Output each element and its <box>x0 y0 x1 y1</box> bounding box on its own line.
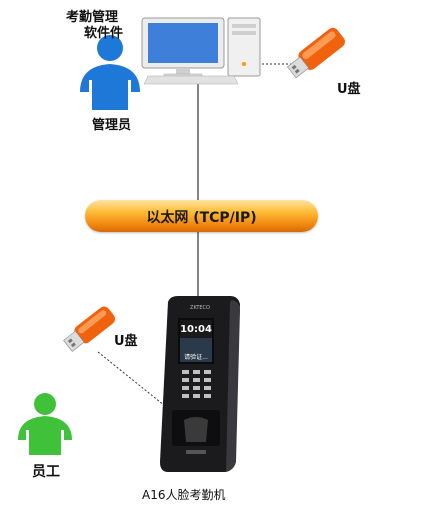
admin-software-label: 考勤管理 软件件 <box>66 10 123 42</box>
ethernet-bar: 以太网 (TCP/IP) <box>85 200 318 232</box>
device-screen-status: 请验证... <box>184 354 208 361</box>
device-screen-time: 10:04 <box>180 324 212 335</box>
usb-label-top: U盘 <box>337 82 361 97</box>
usb-label-device: U盘 <box>114 334 138 349</box>
admin-software-label-line2: 软件件 <box>84 26 124 41</box>
ethernet-label: 以太网 (TCP/IP) <box>146 210 257 226</box>
admin-label: 管理员 <box>92 118 132 133</box>
device-brand: ZKTECO <box>190 305 210 311</box>
admin-software-label-line1: 考勤管理 <box>66 10 119 25</box>
employee-label: 员工 <box>32 464 60 480</box>
device-caption: A16人脸考勤机 <box>142 488 226 502</box>
usb-device-dashed-line <box>97 351 171 411</box>
